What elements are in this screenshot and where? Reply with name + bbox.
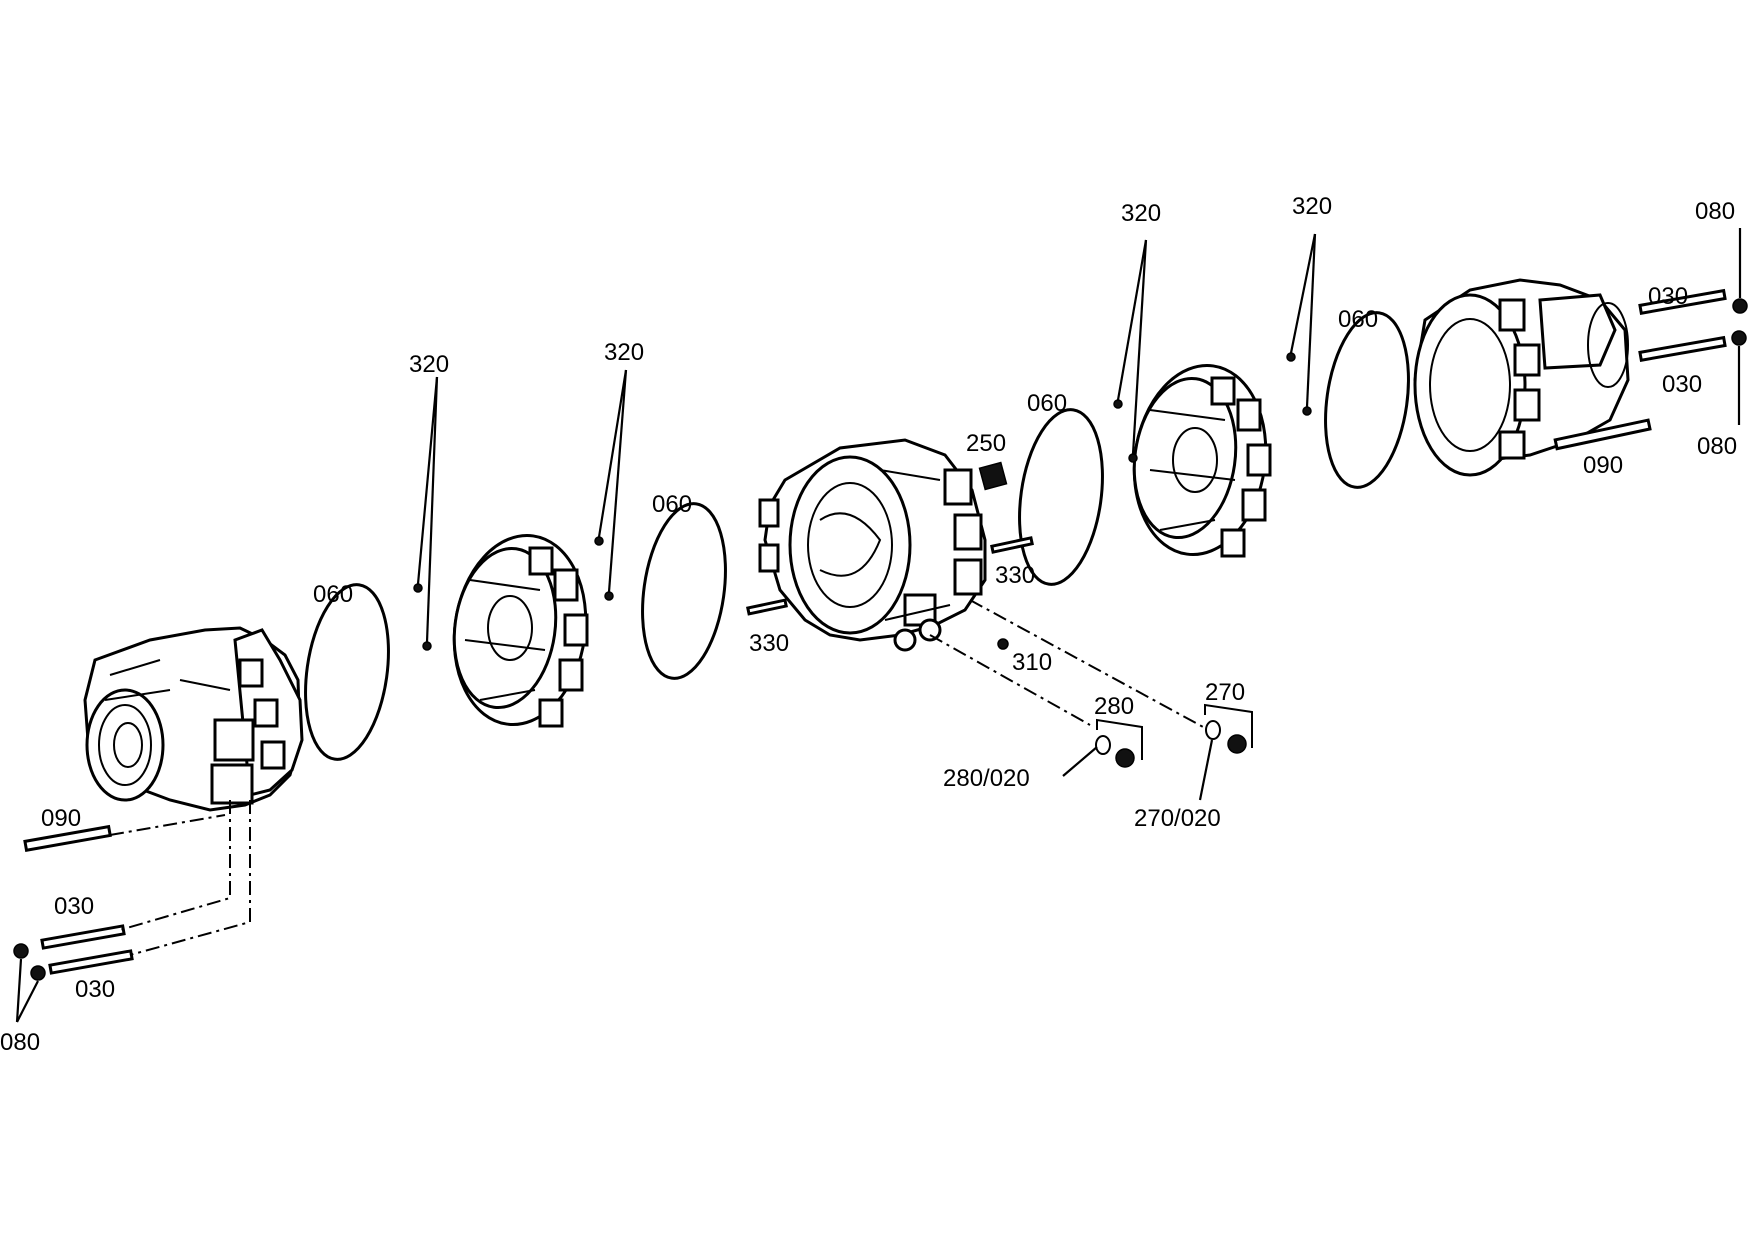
- assembly-axes: [109, 599, 1206, 956]
- callout-060-left: 060: [313, 581, 353, 608]
- callout-080-top-right-upper: 080: [1695, 198, 1735, 225]
- right-planet-carrier: [1132, 363, 1272, 558]
- callout-090-left: 090: [41, 805, 81, 832]
- leader-lines: [15, 228, 1742, 1023]
- left-planet-carrier: [452, 533, 589, 728]
- right-housing: [1413, 278, 1630, 477]
- callout-330-left: 330: [749, 630, 789, 657]
- o-ring-060-right: [1324, 311, 1410, 489]
- callout-060-right: 060: [1338, 306, 1378, 333]
- part-250: [978, 461, 1008, 491]
- callout-080-top-right-lower: 080: [1697, 433, 1737, 460]
- callout-270: 270: [1205, 679, 1245, 706]
- plug-assemblies: [1095, 703, 1253, 768]
- callout-080-bottom-left: 080: [0, 1029, 40, 1056]
- callout-030-top-right-lower: 030: [1662, 371, 1702, 398]
- o-ring-060-left: [304, 583, 390, 761]
- callout-270-020: 270/020: [1134, 805, 1221, 832]
- callout-060-middle: 060: [652, 491, 692, 518]
- callout-090-right: 090: [1583, 452, 1623, 479]
- callout-280-020: 280/020: [943, 765, 1030, 792]
- callout-320-middle-carrier: 320: [604, 339, 644, 366]
- callout-320-far-right: 320: [1292, 193, 1332, 220]
- center-main-housing: [758, 438, 987, 652]
- bolts: [13, 288, 1748, 981]
- callout-030-left-upper: 030: [54, 893, 94, 920]
- o-ring-060-center: [1018, 408, 1104, 586]
- callout-320-right-carrier: 320: [1121, 200, 1161, 227]
- callout-280: 280: [1094, 693, 1134, 720]
- callout-060-center: 060: [1027, 390, 1067, 417]
- callout-310: 310: [1012, 649, 1052, 676]
- callout-030-left-lower: 030: [75, 976, 115, 1003]
- callout-250: 250: [966, 430, 1006, 457]
- callout-labels: 080 030 030 080 090 320 320 060 060 250 …: [0, 193, 1737, 1056]
- o-ring-060-middle: [641, 502, 727, 680]
- callout-330-right: 330: [995, 562, 1035, 589]
- callout-320-left-carrier: 320: [409, 351, 449, 378]
- left-housing: [83, 626, 304, 812]
- callout-030-top-right-upper: 030: [1648, 283, 1688, 310]
